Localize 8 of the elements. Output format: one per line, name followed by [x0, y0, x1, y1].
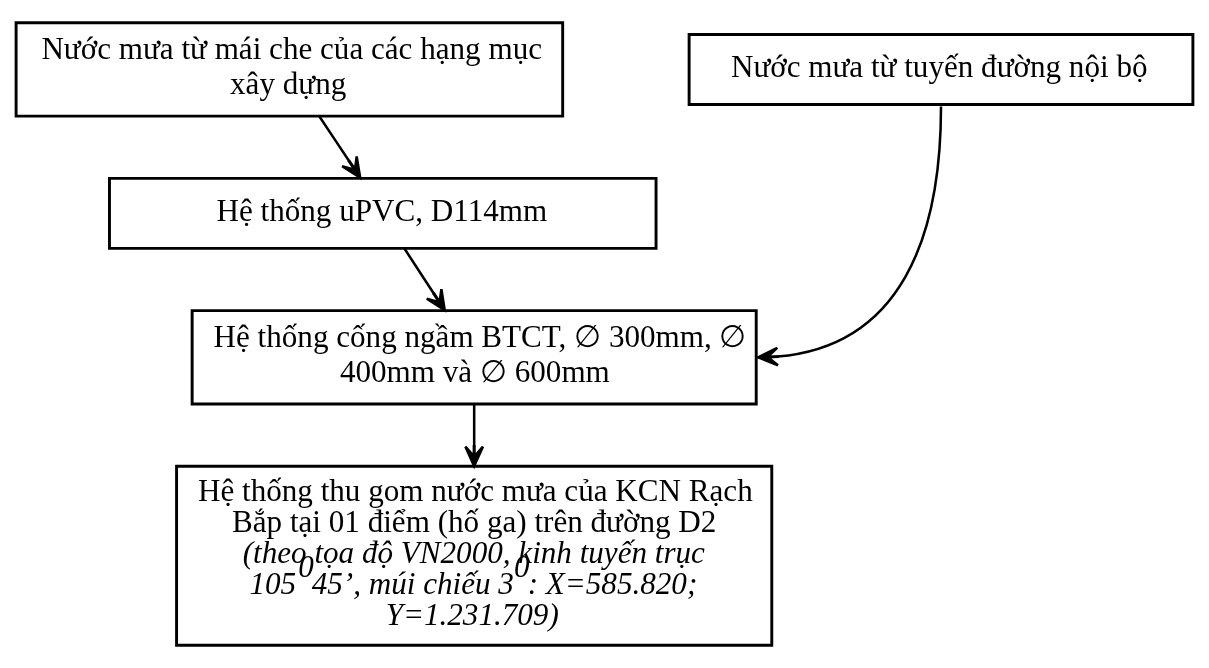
node-box: Nước mưa từ tuyến đường nội bộ: [687, 33, 1195, 106]
node-box: Hệ thống uPVC, D114mm: [108, 176, 658, 250]
arrow: [318, 115, 362, 179]
node-box: Hệ thống cống ngầm BTCT, ∅ 300mm, ∅ 400mm và ∅ 600mm: [190, 309, 758, 406]
arrow: [464, 404, 485, 468]
arrow: [756, 106, 943, 367]
arrow: [403, 247, 446, 312]
node-box: Nước mưa từ mái che của các hạng mục xây dựng: [14, 21, 565, 118]
